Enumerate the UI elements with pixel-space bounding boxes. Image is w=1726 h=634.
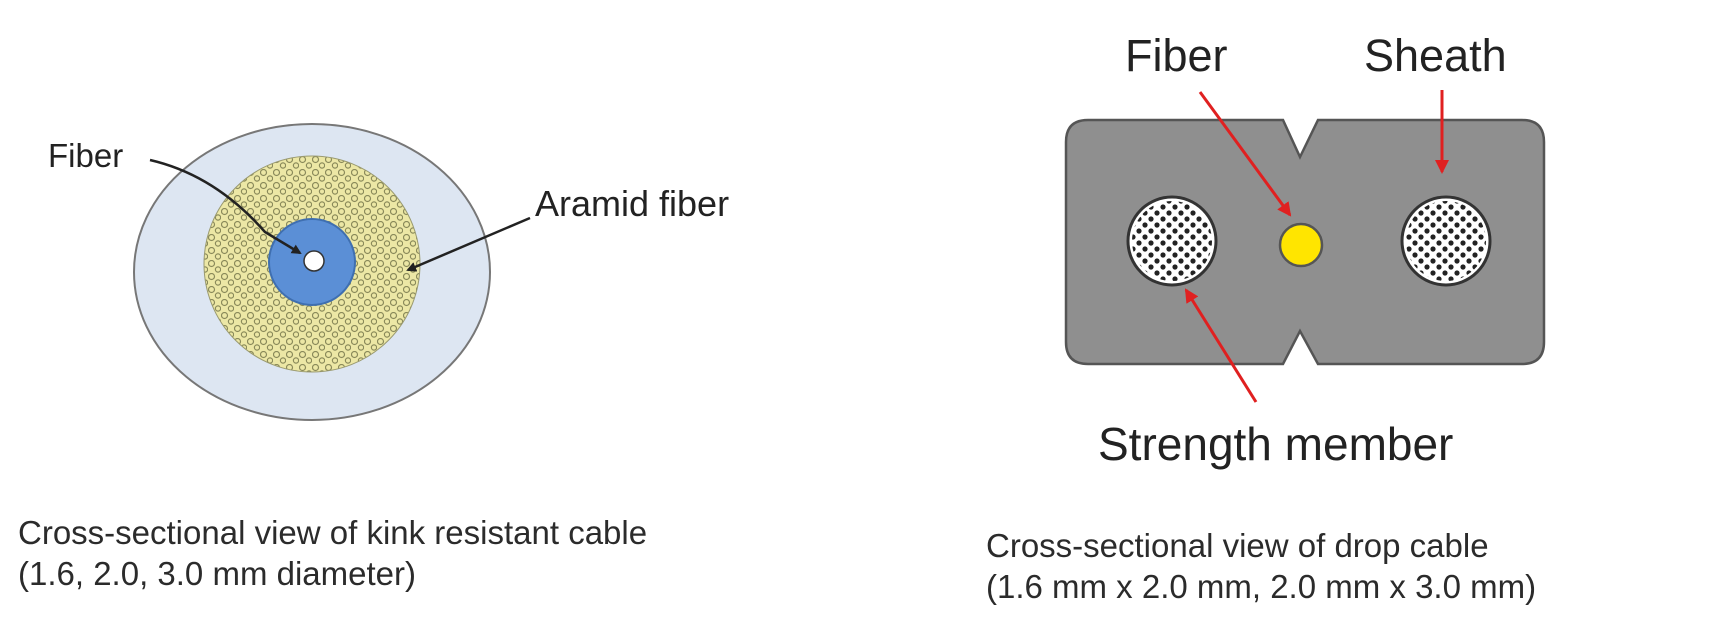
strength-member-arrow	[1184, 288, 1258, 403]
strength-member-label: Strength member	[1098, 418, 1454, 470]
drop-cable-panel: Fiber Sheath Strength member Cross-secti…	[980, 0, 1726, 634]
fiber-label: Fiber	[48, 137, 124, 174]
drop-cable-caption: Cross-sectional view of drop cable (1.6 …	[986, 525, 1536, 608]
kink-caption-line2: (1.6, 2.0, 3.0 mm diameter)	[18, 555, 416, 593]
kink-caption-line1: Cross-sectional view of kink resistant c…	[18, 514, 648, 551]
kink-cable-cross-section	[133, 123, 531, 421]
fiber-arrow	[1198, 91, 1292, 217]
sheath-label: Sheath	[1364, 30, 1507, 81]
strength-member-right-strands	[1406, 201, 1486, 281]
optical-fiber	[1278, 222, 1324, 268]
fiber-label-drop: Fiber	[1125, 30, 1228, 81]
fiber-leader-line	[149, 158, 302, 255]
fiber-core	[303, 250, 325, 272]
strength-member-left-strands	[1132, 201, 1212, 281]
kink-cable-caption: Cross-sectional view of kink resistant c…	[18, 512, 647, 595]
kink-resistant-cable-panel: Fiber Aramid fiber Cross-sectional view …	[0, 0, 860, 634]
aramid-leader-line	[406, 216, 531, 272]
drop-caption-line1: Cross-sectional view of drop cable	[986, 527, 1489, 564]
drop-caption-line2: (1.6 mm x 2.0 mm, 2.0 mm x 3.0 mm)	[986, 568, 1537, 606]
drop-cable-cross-section	[1064, 90, 1546, 403]
aramid-fiber-label: Aramid fiber	[535, 183, 730, 224]
